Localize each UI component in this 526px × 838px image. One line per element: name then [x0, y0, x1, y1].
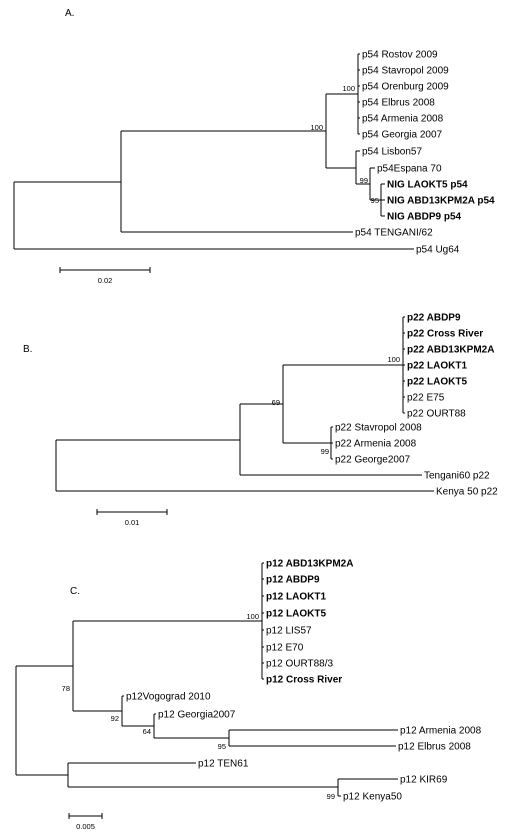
bootstrap-value: 92 — [111, 714, 119, 723]
leaf-label: p54 Ug64 — [416, 245, 460, 256]
leaf-label: NIG ABD13KPM2A p54 — [387, 196, 495, 207]
leaf-label: p12 LAOKT1 — [266, 592, 326, 603]
leaf-label: p22 ABDP9 — [407, 313, 461, 324]
leaf-label: p12 ABD13KPM2A — [266, 559, 353, 570]
leaf-label: p54 TENGANI/62 — [355, 228, 433, 239]
bootstrap-value: 99 — [327, 792, 335, 801]
leaf-label: p54 Stavropol 2009 — [362, 66, 449, 77]
bootstrap-value: 69 — [272, 398, 280, 407]
leaf-label: p54 Elbrus 2008 — [362, 98, 435, 109]
tree-panel-c: C. p12 ABD13KPM2A p12 ABDP9 p12 LAOKT1 p12 L… — [15, 559, 482, 831]
leaf-label: p12 TEN61 — [198, 759, 249, 770]
leaf-label: p22 LAOKT5 — [407, 377, 467, 388]
leaf-label: p12 Kenya50 — [343, 792, 402, 803]
bootstrap-value: 95 — [371, 196, 379, 205]
leaf-label: p22 ABD13KPM2A — [407, 345, 494, 356]
bootstrap-value: 64 — [143, 727, 151, 736]
bootstrap-value: 95 — [218, 742, 226, 751]
panel-label: C. — [70, 586, 80, 597]
leaf-label: p12 LAOKT5 — [266, 609, 326, 620]
leaf-label: p22 E75 — [407, 393, 445, 404]
leaf-label: p54Espana 70 — [377, 164, 442, 175]
leaf-label: p22 LAOKT1 — [407, 361, 467, 372]
scale-bar-label: 0.01 — [125, 518, 140, 527]
bootstrap-value: 100 — [387, 355, 400, 364]
leaf-label: p22 OURT88 — [407, 409, 466, 420]
leaf-label: p22 Cross River — [407, 329, 483, 340]
leaf-label: p12 LIS57 — [266, 626, 312, 637]
leaf-label: NIG ABDP9 p54 — [387, 212, 462, 223]
scale-bar-label: 0.005 — [76, 822, 95, 831]
bootstrap-value: 78 — [62, 684, 70, 693]
scale-bar-label: 0.02 — [98, 276, 113, 285]
leaf-label: p12 OURT88/3 — [266, 659, 334, 670]
leaf-label: Tengani60 p22 — [424, 471, 490, 482]
tree-panel-a: A. p54 Rostov 2009 p54 Stavropol 2009 p54 O… — [13, 8, 495, 285]
panel-label: B. — [23, 344, 32, 355]
leaf-label: NIG LAOKT5 p54 — [387, 180, 468, 191]
tree-panel-b: B. p22 ABDP9 p22 Cross River p22 ABD13KPM2A… — [23, 313, 498, 528]
leaf-label: p54 Armenia 2008 — [362, 114, 444, 125]
leaf-label: p54 Lisbon57 — [362, 147, 422, 158]
leaf-label: p22 Stavropol 2008 — [335, 423, 422, 434]
leaf-label: p12 KIR69 — [400, 775, 448, 786]
leaf-label: Kenya 50 p22 — [436, 487, 498, 498]
bootstrap-value: 99 — [360, 176, 368, 185]
leaf-label: p12 Elbrus 2008 — [398, 742, 471, 753]
panel-label: A. — [65, 8, 74, 19]
leaf-label: p22 George2007 — [335, 455, 411, 466]
leaf-label: p12 Armenia 2008 — [400, 726, 482, 737]
leaf-label: p12Vogograd 2010 — [126, 692, 211, 703]
leaf-label: p54 Orenburg 2009 — [362, 82, 449, 93]
bootstrap-value: 99 — [321, 447, 329, 456]
leaf-label: p12 E70 — [266, 643, 304, 654]
bootstrap-value: 100 — [310, 123, 323, 132]
leaf-label: p54 Rostov 2009 — [362, 50, 438, 61]
leaf-label: p12 Cross River — [266, 675, 342, 686]
leaf-label: p54 Georgia 2007 — [362, 130, 443, 141]
leaf-label: p12 Georgia2007 — [158, 710, 236, 721]
leaf-label: p22 Armenia 2008 — [335, 439, 417, 450]
bootstrap-value: 100 — [246, 612, 259, 621]
leaf-label: p12 ABDP9 — [266, 575, 320, 586]
bootstrap-value: 100 — [342, 84, 355, 93]
